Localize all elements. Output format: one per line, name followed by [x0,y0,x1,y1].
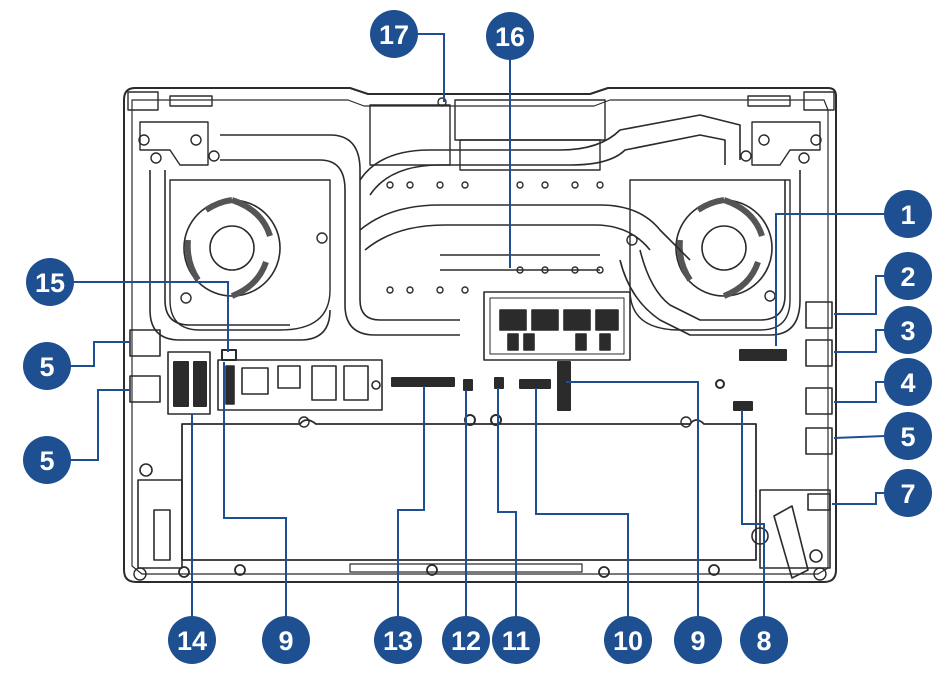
leader-2 [834,275,885,315]
hinge-left [127,91,213,166]
callout-label: 14 [177,626,207,656]
fan-left [169,179,331,331]
callout-label: 5 [900,422,915,452]
heat-pipes [149,114,801,341]
callout-15: 15 [26,258,74,306]
leader-5b [70,389,130,461]
callout-10: 10 [604,616,652,664]
callout-label: 13 [383,626,413,656]
leader-17 [418,33,445,102]
callout-13: 13 [374,616,422,664]
callout-3: 3 [884,306,932,354]
speaker-right [751,489,831,579]
callout-label: 2 [900,262,915,292]
callout-9-left: 9 [262,616,310,664]
leader-8 [741,410,765,618]
leader-15 [74,281,229,352]
leader-5r [833,435,886,439]
leader-11 [497,388,517,618]
callout-label: 9 [690,626,705,656]
callout-label: 5 [39,446,54,476]
callout-9-right: 9 [674,616,722,664]
callout-2: 2 [884,252,932,300]
leader-4 [834,381,885,403]
screws [133,97,827,581]
leader-3 [834,329,885,353]
leader-9a [223,362,287,618]
board-connectors [167,349,787,426]
callout-label: 17 [379,20,409,50]
callout-5-right: 5 [884,412,932,460]
callout-label: 11 [502,626,531,656]
callout-7: 7 [884,469,932,517]
chassis-outline [123,87,837,583]
callout-label: 16 [495,22,525,52]
callout-17: 17 [370,10,418,58]
callout-label: 7 [900,479,915,509]
callout-12: 12 [442,616,490,664]
callout-label: 5 [39,352,54,382]
callout-5-left-bottom: 5 [23,436,71,484]
memory-module [483,291,631,361]
leader-9b [566,381,699,618]
leader-7 [832,492,885,505]
callout-label: 3 [900,316,915,346]
leader-lines [70,33,886,618]
callout-14: 14 [168,616,216,664]
leader-10 [535,388,629,618]
hinge-right [747,91,835,166]
callout-label: 9 [278,626,293,656]
heat-sink-block [369,99,606,294]
callout-label: 8 [756,626,771,656]
leader-5a [70,341,130,367]
callout-label: 1 [900,200,915,230]
callout-11: 11 [492,616,540,664]
callout-label: 12 [451,626,481,656]
fan-right [629,179,791,331]
callout-label: 15 [35,268,65,298]
speaker-left [137,463,183,569]
callout-8: 8 [740,616,788,664]
chassis-inner [131,99,829,575]
battery [178,419,757,578]
ports-left [129,329,161,403]
callout-markers: 1 2 3 4 5 7 5 5 15 17 16 14 9 13 12 11 1… [23,10,932,664]
callout-5-left-top: 5 [23,342,71,390]
callout-16: 16 [486,12,534,60]
callout-label: 4 [900,368,915,398]
callout-label: 10 [613,626,643,656]
leader-13 [397,386,425,618]
callout-4: 4 [884,358,932,406]
callout-1: 1 [884,190,932,238]
ssd-module [217,359,383,411]
leader-1 [775,213,885,346]
